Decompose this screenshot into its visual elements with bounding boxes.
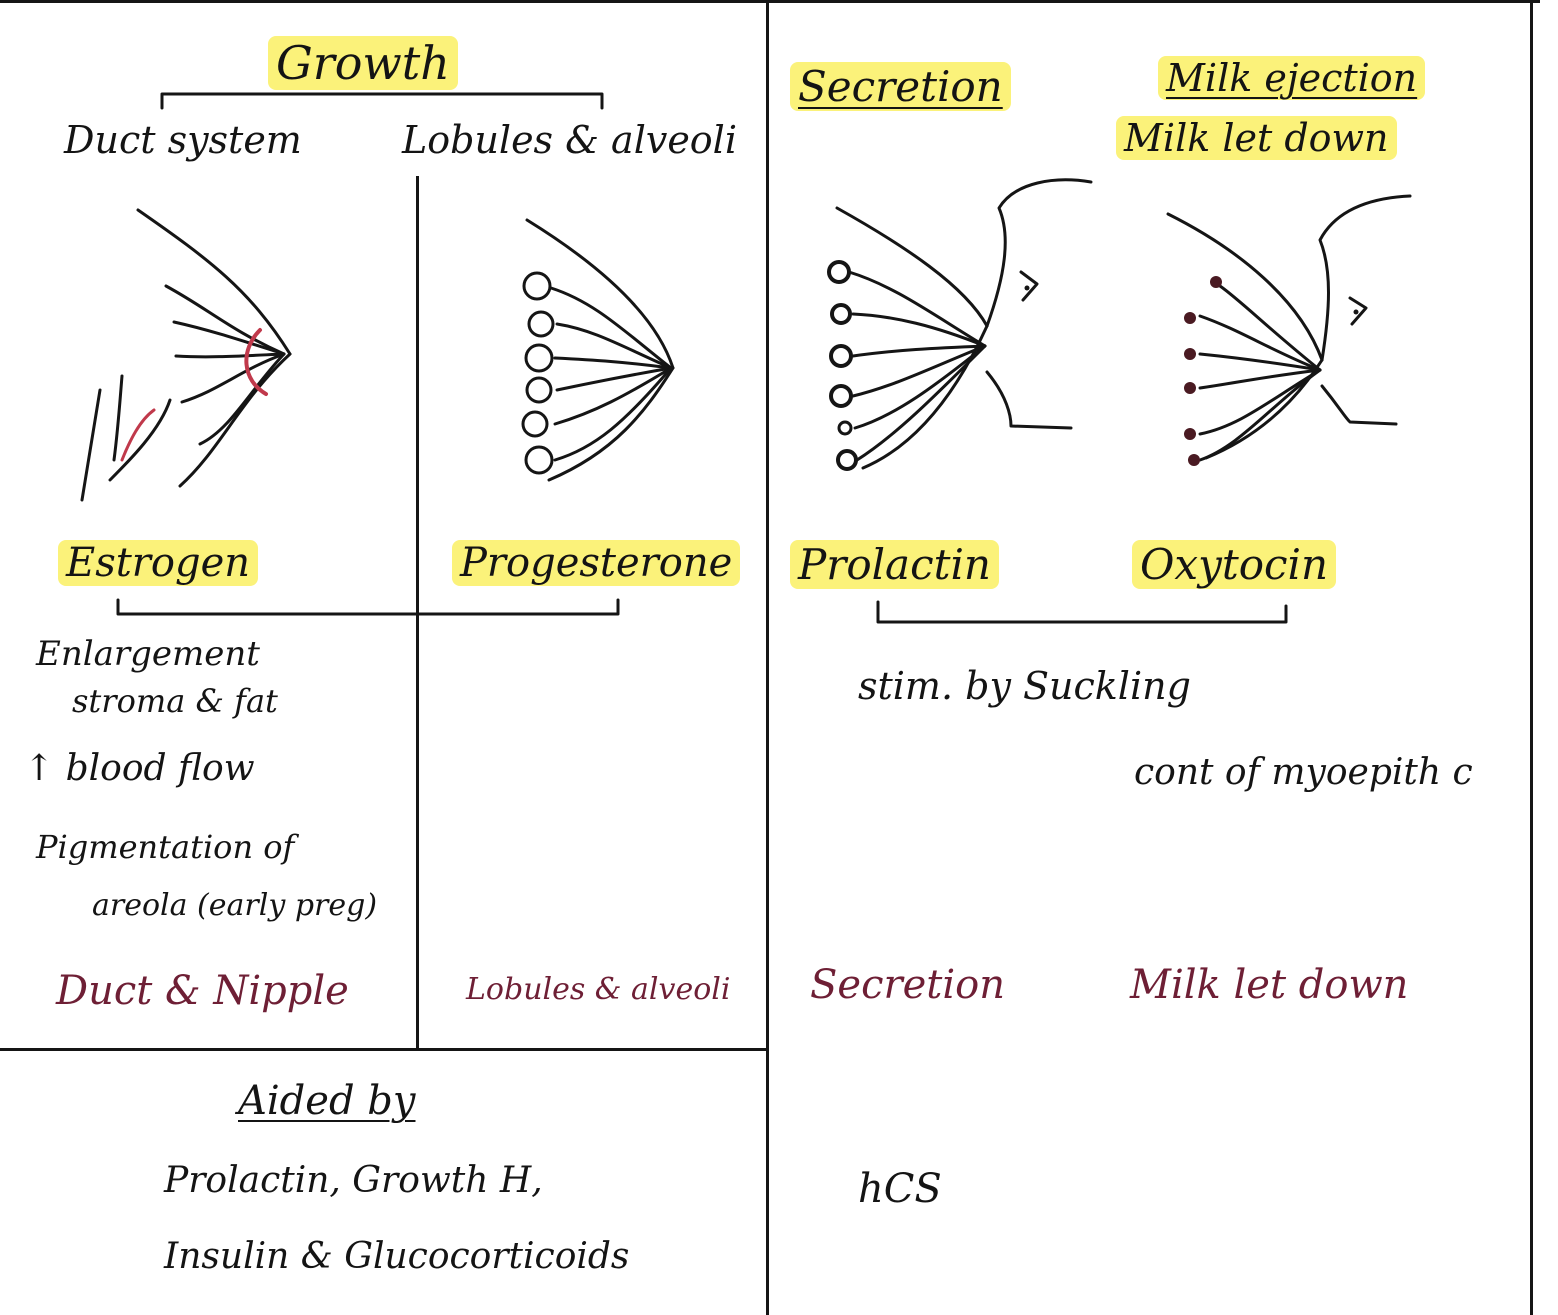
duct-system-diagram [70, 200, 310, 510]
stimulus-suckling: stim. by Suckling [858, 664, 1191, 708]
milk-let-down-title: Milk let down [1116, 116, 1397, 160]
hormone-bracket-lactation [870, 600, 1300, 630]
milk-ejection-diagram [1160, 190, 1420, 480]
hormone-bracket-growth [110, 596, 630, 626]
lobules-alveoli-label: Lobules & alveoli [402, 118, 737, 162]
center-divider [766, 0, 769, 1315]
oxytocin-label: Oxytocin [1132, 540, 1336, 589]
lobules-alveoli-result: Lobules & alveoli [466, 972, 730, 1007]
lobules-alveoli-diagram [505, 212, 695, 492]
aided-by-title: Aided by [238, 1078, 415, 1124]
estrogen-label: Estrogen [58, 540, 258, 586]
growth-title: Growth [268, 36, 458, 90]
aided-by-line-1: Prolactin, Growth H, [164, 1160, 543, 1201]
stimulus-myoepithelial: cont of myoepith c [1134, 752, 1473, 793]
right-border [1530, 0, 1533, 1315]
estrogen-effect-2: stroma & fat [72, 682, 278, 720]
secretion-result: Secretion [810, 962, 1005, 1008]
secretion-title: Secretion [790, 62, 1011, 111]
estrogen-effect-3: ↑ blood flow [24, 748, 255, 789]
aided-top-divider [0, 1048, 768, 1051]
hcs-label: hCS [858, 1166, 942, 1212]
top-border [0, 0, 1540, 3]
progesterone-label: Progesterone [452, 540, 740, 586]
prolactin-label: Prolactin [790, 540, 999, 589]
duct-system-label: Duct system [64, 118, 302, 162]
milk-let-down-result: Milk let down [1130, 962, 1408, 1008]
estrogen-effect-4: Pigmentation of [36, 828, 294, 866]
estrogen-effect-5: areola (early preg) [92, 888, 377, 923]
secretion-diagram [815, 176, 1105, 486]
duct-nipple-result: Duct & Nipple [56, 968, 349, 1014]
milk-ejection-title: Milk ejection [1158, 56, 1425, 100]
estrogen-effect-1: Enlargement [36, 634, 260, 674]
aided-by-line-2: Insulin & Glucocorticoids [164, 1236, 629, 1277]
